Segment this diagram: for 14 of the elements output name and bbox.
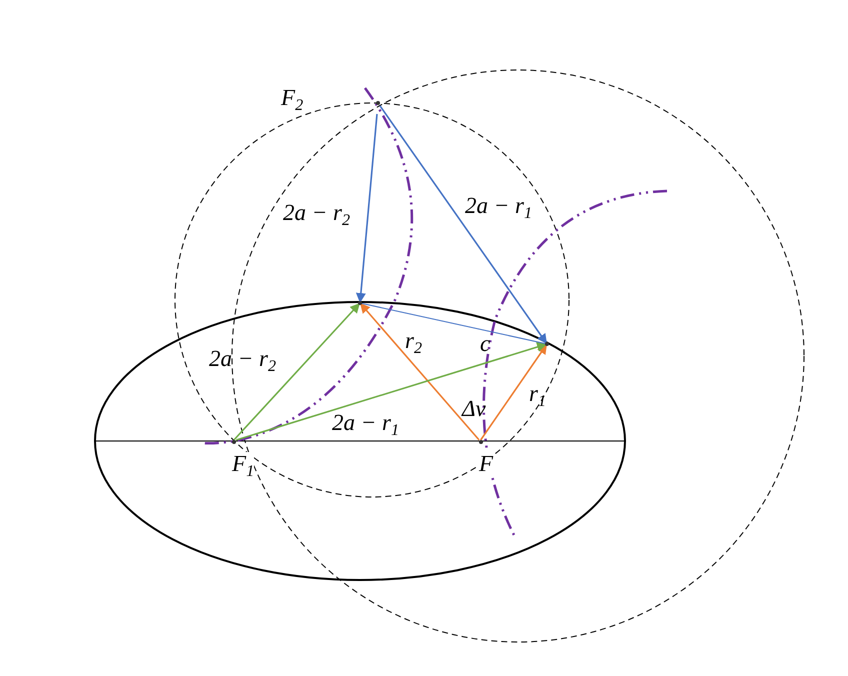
arrow <box>236 342 548 441</box>
edge-label: 2a − r$_{2}$ <box>282 200 352 230</box>
arrow <box>379 105 548 344</box>
edge-label: c <box>479 331 492 356</box>
arrow <box>356 114 378 304</box>
angle-label: Δv <box>460 396 487 421</box>
point-label: F <box>479 452 494 475</box>
edge-label: r$_{2}$ <box>404 328 423 358</box>
edge-label: 2a − r$_{1}$ <box>464 193 534 223</box>
edge-label: 2a − r$_{2}$ <box>208 346 278 376</box>
edge-label: 2a − r$_{1}$ <box>331 410 400 440</box>
arrow <box>233 302 361 441</box>
arrow <box>359 302 480 441</box>
arrow <box>480 344 548 440</box>
